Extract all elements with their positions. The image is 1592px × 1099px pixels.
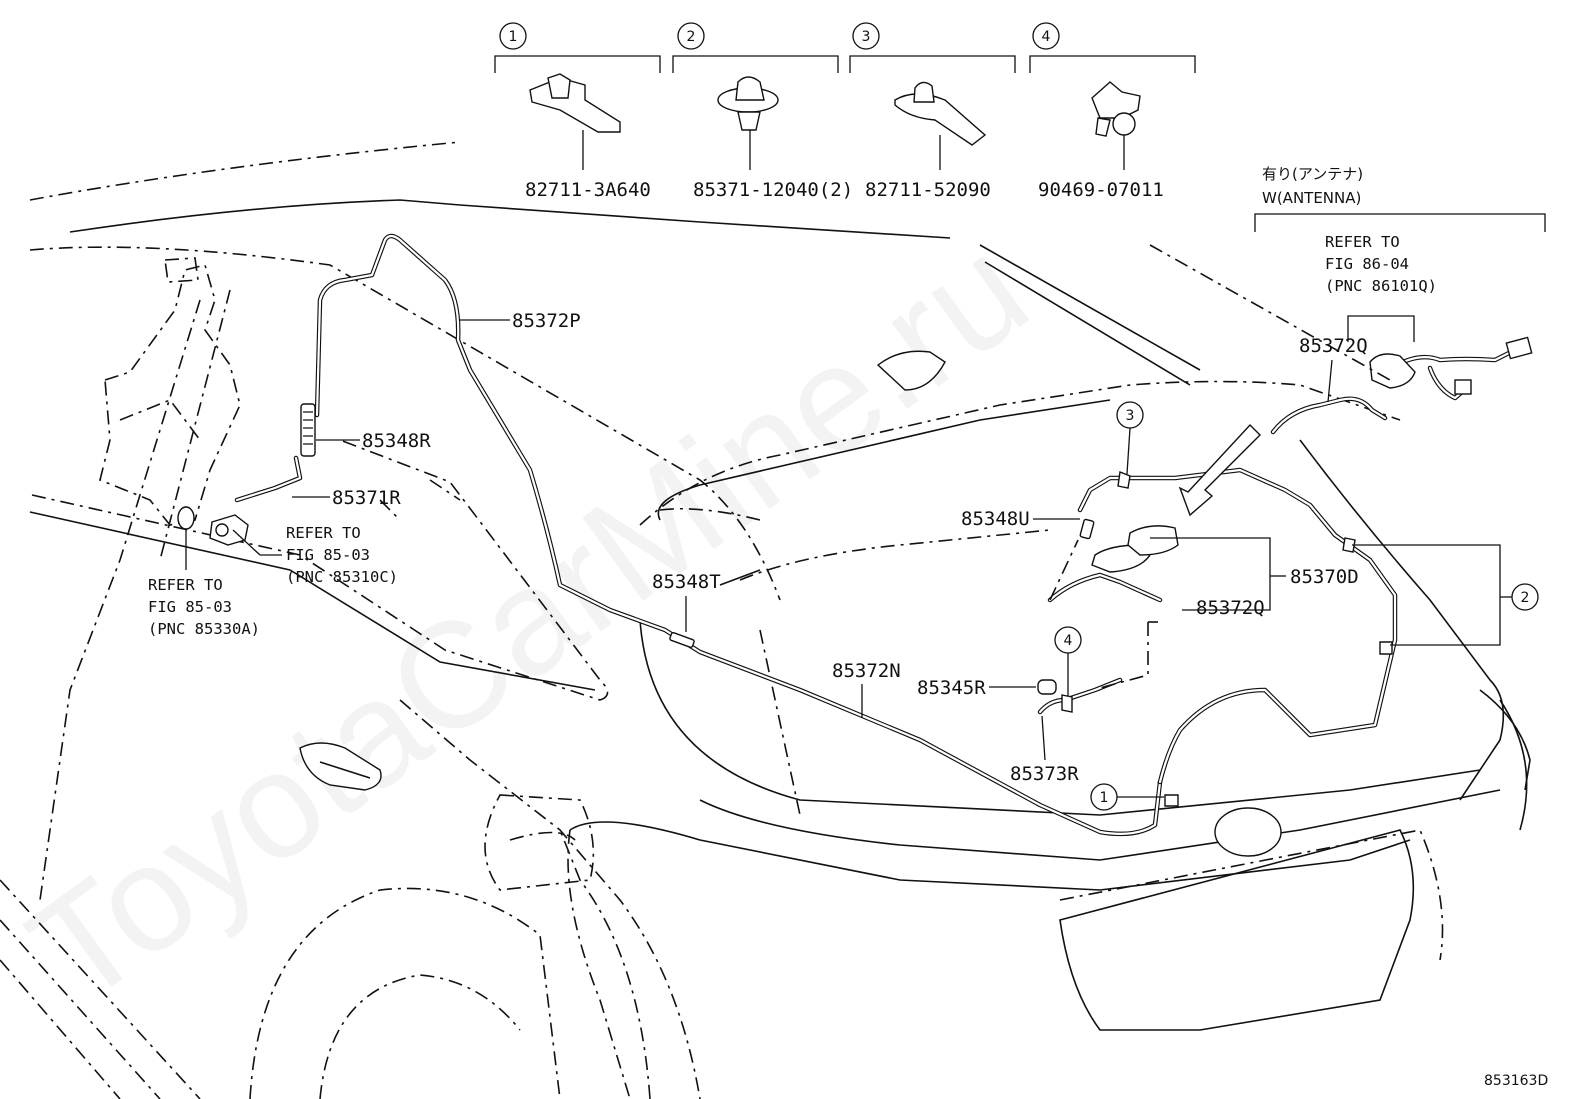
- diagram-callouts: 3 2 4 1: [1054, 401, 1539, 811]
- detail-callout-4: 4: [1042, 29, 1051, 45]
- callout-2: 2: [1521, 590, 1530, 606]
- antenna-variant-group: 有り(アンテナ) W(ANTENNA) REFER TO FIG 86-04 (…: [1254, 165, 1546, 401]
- reference-lines: [1049, 539, 1158, 689]
- detail-part-number-1: 82711-3A640: [525, 179, 651, 201]
- detail-callout-3: 3: [862, 29, 871, 45]
- detail-part-1: 1 82711-3A640: [494, 22, 661, 201]
- antenna-refer-line-2: FIG 86-04: [1325, 255, 1409, 273]
- detail-part-number-3: 82711-52090: [865, 179, 991, 201]
- label-85373R: 85373R: [1010, 763, 1079, 785]
- label-85370D: 85370D: [1290, 566, 1359, 588]
- detail-callout-1: 1: [509, 29, 518, 45]
- label-85371R: 85371R: [332, 487, 401, 509]
- detail-callout-2: 2: [687, 29, 696, 45]
- callout-3: 3: [1126, 408, 1135, 424]
- label-85348U: 85348U: [961, 508, 1030, 530]
- washer-hoses: [177, 233, 1398, 837]
- callout-1: 1: [1100, 790, 1109, 806]
- antenna-variant-title-en: W(ANTENNA): [1262, 189, 1361, 207]
- refer-pump-line-2: FIG 85-03: [286, 546, 370, 564]
- antenna-refer-line-3: (PNC 86101Q): [1325, 277, 1437, 295]
- detail-part-number-2: 85371-12040(2): [693, 179, 853, 201]
- label-85345R: 85345R: [917, 677, 986, 699]
- vehicle-body: [0, 141, 1531, 1099]
- label-85372N: 85372N: [832, 660, 901, 682]
- part-labels: 85372P 85348R 85371R REFER TO FIG 85-03 …: [148, 310, 1368, 785]
- antenna-refer-line-1: REFER TO: [1325, 233, 1400, 251]
- refer-tank-line-3: (PNC 85330A): [148, 620, 260, 638]
- refer-tank-line-2: FIG 85-03: [148, 598, 232, 616]
- detail-part-3: 3 82711-52090: [849, 22, 1016, 201]
- refer-pump-line-1: REFER TO: [286, 524, 361, 542]
- washer-tank: [99, 257, 241, 526]
- callout-4: 4: [1064, 633, 1073, 649]
- label-85372Q-top: 85372Q: [1299, 335, 1368, 357]
- label-85372Q-mid: 85372Q: [1196, 597, 1265, 619]
- label-85348T: 85348T: [652, 571, 721, 593]
- refer-pump-line-3: (PNC 85310C): [286, 568, 398, 586]
- label-85348R: 85348R: [362, 430, 431, 452]
- figure-code: 853163D: [1484, 1073, 1548, 1089]
- antenna-variant-title-jp: 有り(アンテナ): [1262, 165, 1363, 183]
- detail-part-number-4: 90469-07011: [1038, 179, 1164, 201]
- detail-part-2: 2 85371-12040(2): [672, 22, 853, 201]
- refer-tank-line-1: REFER TO: [148, 576, 223, 594]
- detail-part-4: 4 90469-07011: [1029, 22, 1196, 201]
- label-85372P: 85372P: [512, 310, 581, 332]
